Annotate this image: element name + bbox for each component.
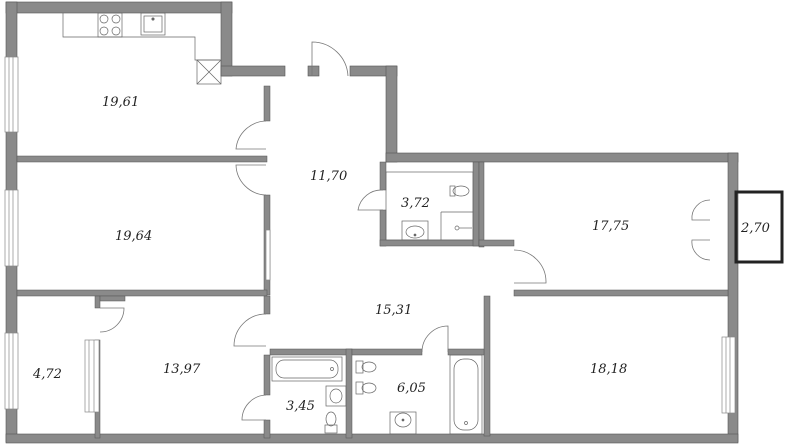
bathroom-north-fixtures bbox=[385, 171, 474, 241]
interior-walls bbox=[16, 85, 729, 439]
room-area-bedroom-southeast: 18,18 bbox=[590, 362, 627, 377]
room-area-storage: 4,72 bbox=[32, 367, 62, 382]
kitchen-fixtures bbox=[62, 12, 222, 85]
toilet-icon bbox=[355, 360, 377, 374]
toilet-icon bbox=[449, 185, 470, 197]
door-balcony-left bbox=[691, 199, 711, 221]
room-area-balcony: 2,70 bbox=[740, 221, 770, 236]
door-storage bbox=[99, 307, 125, 333]
door-bathroom-south-large bbox=[421, 325, 449, 353]
window-southwest-left bbox=[4, 332, 19, 410]
washbasin-icon bbox=[389, 411, 417, 435]
sink-icon bbox=[140, 12, 166, 36]
room-area-corridor: 15,31 bbox=[375, 303, 412, 318]
room-area-bathroom-south-large: 6,05 bbox=[397, 381, 426, 396]
room-area-living-room: 17,75 bbox=[592, 219, 629, 234]
washbasin-icon bbox=[325, 385, 347, 407]
door-bathroom-south-small bbox=[241, 394, 267, 421]
stove-icon bbox=[97, 12, 123, 38]
room-area-bedroom-northwest: 19,61 bbox=[102, 95, 139, 110]
kitchen-counter bbox=[62, 13, 220, 61]
door-bedroom-northwest bbox=[235, 120, 267, 150]
shower-icon bbox=[454, 225, 472, 231]
doors bbox=[99, 41, 711, 421]
door-balcony-right bbox=[691, 239, 711, 261]
room-area-hallway: 11,70 bbox=[310, 169, 347, 184]
door-bedroom-west bbox=[235, 164, 267, 196]
balcony-frame bbox=[734, 190, 784, 264]
bathtub-icon bbox=[449, 354, 483, 435]
room-area-bedroom-west: 19,64 bbox=[115, 229, 152, 244]
window-northwest bbox=[4, 56, 19, 133]
room-area-bathroom-south-small: 3,45 bbox=[286, 399, 315, 414]
window-southwest-right bbox=[84, 339, 100, 413]
windows bbox=[4, 56, 736, 414]
entrance-door bbox=[311, 41, 349, 77]
washbasin-icon bbox=[401, 220, 429, 241]
room-area-bedroom-southwest: 13,97 bbox=[163, 362, 201, 377]
window-east bbox=[721, 336, 736, 414]
door-living-room bbox=[513, 249, 547, 284]
ventilation-shaft-icon bbox=[196, 59, 222, 85]
door-bathroom-north bbox=[357, 189, 384, 211]
window-west bbox=[4, 189, 19, 267]
bathroom-south-small-fixtures bbox=[271, 356, 347, 434]
door-bedroom-southwest bbox=[233, 313, 267, 347]
room-labels: 19,61 11,70 3,72 19,64 17,75 2,70 15,31 … bbox=[32, 95, 770, 414]
bathroom-south-large-fixtures bbox=[355, 354, 483, 435]
window-hallway-side bbox=[265, 229, 271, 281]
bidet-icon bbox=[355, 381, 377, 395]
bathtub-icon bbox=[271, 356, 343, 382]
room-area-bathroom-north: 3,72 bbox=[401, 196, 430, 211]
toilet-icon bbox=[324, 411, 338, 434]
